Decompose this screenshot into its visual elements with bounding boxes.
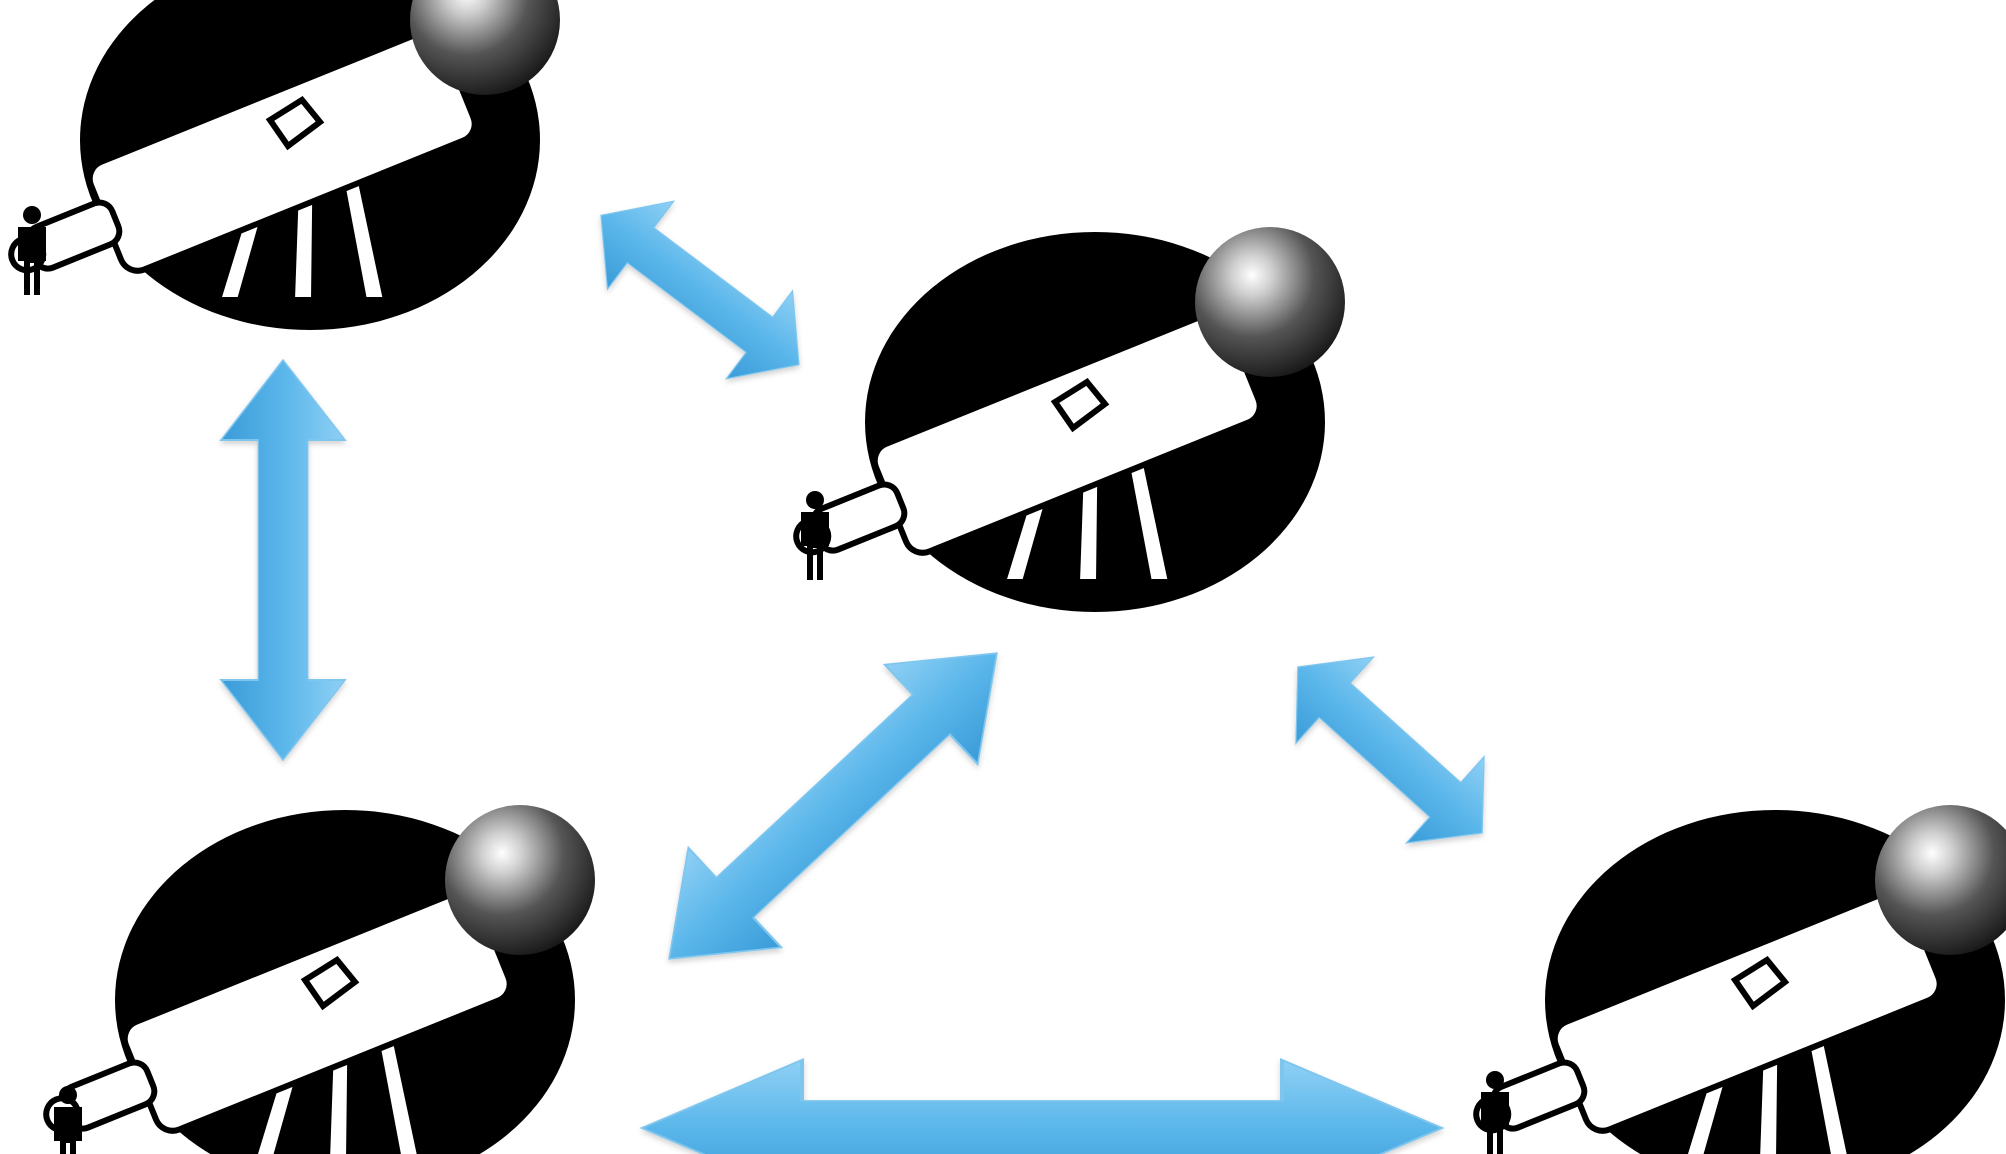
- person-icon: [18, 206, 46, 295]
- telescope-top-left: [0, 0, 560, 330]
- telescope-icon: [26, 805, 595, 1154]
- telescope-icon: [1456, 805, 2006, 1154]
- arrow-top-left-center: [568, 171, 832, 408]
- telescope-bottom-left: [26, 805, 595, 1154]
- telescope-icon: [776, 227, 1345, 612]
- telescope-center: [776, 227, 1345, 612]
- telescope-icon: [0, 0, 560, 330]
- telescope-bottom-right: [1456, 805, 2006, 1154]
- arrow-center-bottom-right: [1259, 624, 1521, 876]
- arrow-bottom-left-bottom-right: [642, 1060, 1442, 1154]
- arrow-top-left-bottom-left: [221, 360, 345, 760]
- arrow-center-bottom-left: [623, 604, 1043, 1009]
